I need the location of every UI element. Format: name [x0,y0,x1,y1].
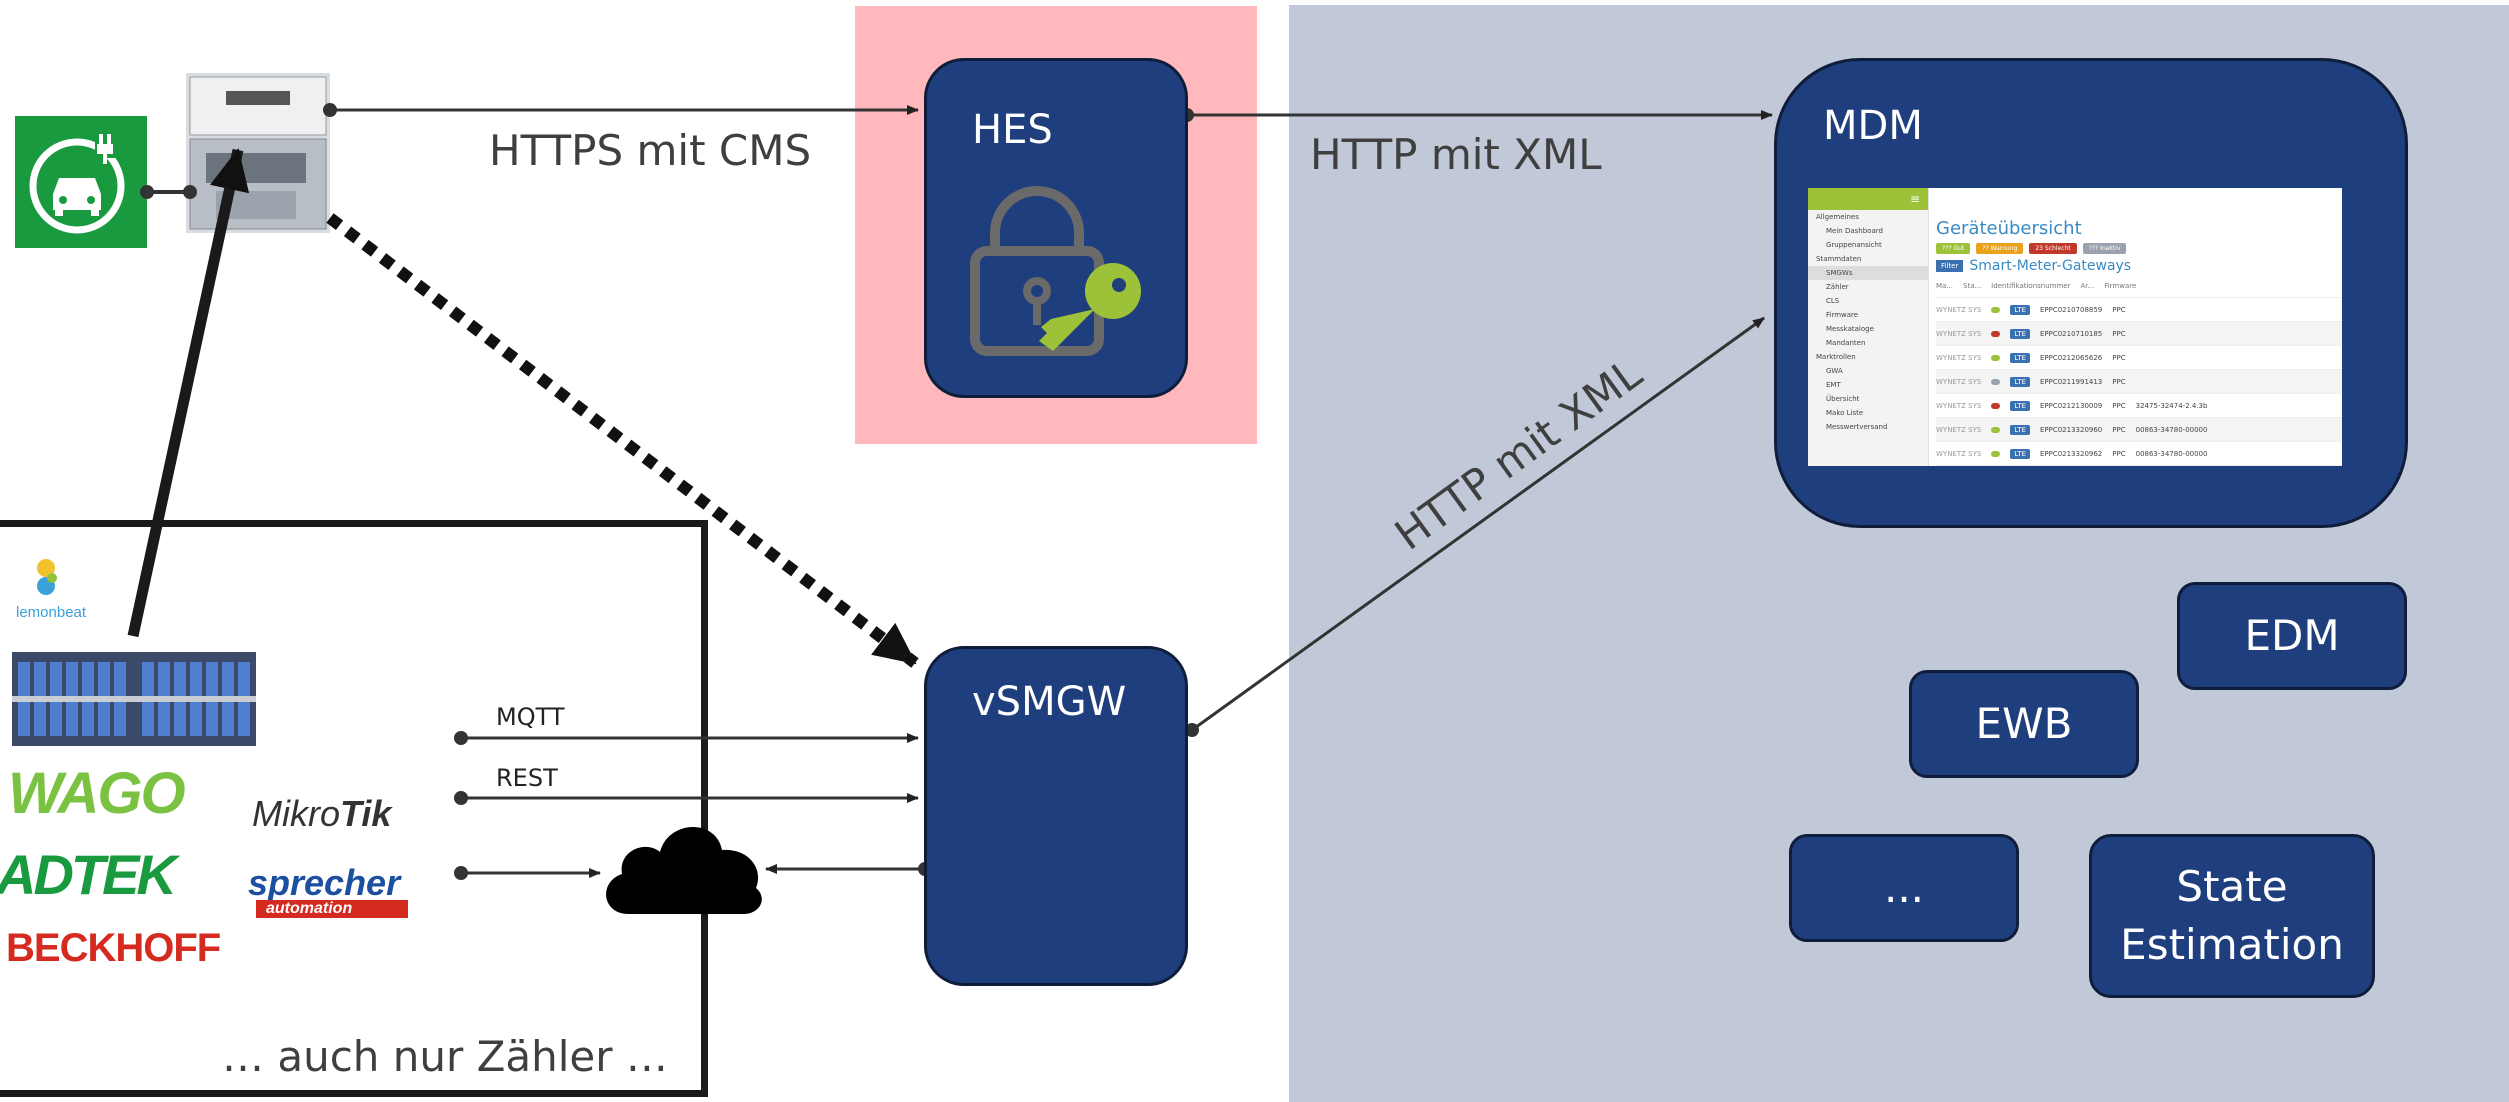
column-header[interactable]: Ar... [2080,281,2095,290]
edm-box[interactable]: EDM [2177,582,2407,690]
table-header: Ma... Sta... Identifikationsnummer Ar... Fir… [1936,274,2342,298]
column-header[interactable]: Firmware [2104,281,2137,290]
meter-vsmgw-dotted-arrow [326,213,919,668]
cloud-icon [598,810,770,916]
filter-button[interactable]: Filter [1936,260,1964,272]
sidebar-item[interactable]: Firmware [1826,311,1859,319]
sprecher-automation-logo: sprecher automation [248,862,408,918]
wago-logo: WAGO [8,761,186,826]
sidebar-item[interactable]: Messkataloge [1826,325,1874,333]
sidebar-item[interactable]: Allgemeines [1816,213,1859,221]
status-chip[interactable]: ??? Gut [1936,243,1971,254]
menu-icon: ≡ [1808,188,1928,210]
rest-label: REST [496,764,558,792]
sidebar-item[interactable]: Gruppenansicht [1826,241,1882,249]
status-cloud-icon [1991,426,2001,433]
adtek-logo: ADTEK [0,843,177,906]
sidebar-item[interactable]: Mako Liste [1826,409,1864,417]
status-cloud-icon [1991,402,2001,409]
devices-meter-arrow [127,148,250,638]
sidebar-item[interactable]: Zähler [1826,283,1849,291]
https-cms-label: HTTPS mit CMS [489,126,812,175]
column-header[interactable]: Identifikationsnummer [1991,281,2071,290]
status-chips: ??? Gut ?? Warnung 23 Schlecht ??? Inaktiv [1936,243,2342,254]
devices-caption: … auch nur Zähler … [222,1032,668,1081]
sidebar-item[interactable]: Stammdaten [1816,255,1862,263]
status-chip[interactable]: 23 Schlecht [2029,243,2077,254]
vsmgw-mdm-arrow [1191,316,1765,732]
sidebar-item[interactable]: Mein Dashboard [1826,227,1883,235]
terminal-block-image [12,652,256,746]
column-header[interactable]: Sta... [1963,281,1982,290]
devices-frame [0,520,708,1097]
http-xml-top-label: HTTP mit XML [1310,130,1602,179]
status-cloud-icon [1991,378,2001,385]
mqtt-label: MQTT [496,703,565,731]
status-cloud-icon [1991,354,2001,361]
lemonbeat-logo: lemonbeat [16,556,86,626]
mdm-title: MDM [1823,103,1923,149]
lock-key-icon [963,181,1153,365]
ewb-box[interactable]: EWB [1909,670,2139,778]
hes-title: HES [972,107,1053,153]
vsmgw-title: vSMGW [972,679,1127,725]
vsmgw-box[interactable]: vSMGW [924,646,1188,986]
column-header[interactable]: Ma... [1936,281,1954,290]
status-cloud-icon [1991,450,2001,457]
mikrotik-logo: MikroTik [252,793,392,834]
ev-charger-icon [15,116,147,248]
sidebar-item[interactable]: Übersicht [1826,395,1860,403]
mdm-screen-title: Geräteübersicht [1936,218,2082,239]
sidebar-item[interactable]: Marktrollen [1816,353,1856,361]
status-cloud-icon [1991,330,2001,337]
hes-box[interactable]: HES [924,58,1188,398]
status-cloud-icon [1991,306,2001,313]
status-chip[interactable]: ?? Warnung [1976,243,2024,254]
sidebar-item[interactable]: CLS [1826,297,1840,305]
sidebar-item[interactable]: SMGWs [1808,266,1928,280]
more-box[interactable]: ... [1789,834,2019,942]
state-estimation-box[interactable]: State Estimation [2089,834,2375,998]
sidebar-item[interactable]: Messwertversand [1826,423,1888,431]
beckhoff-logo: BECKHOFF [6,926,221,970]
sidebar-item[interactable]: Mandanten [1826,339,1866,347]
sidebar-item[interactable]: EMT [1826,381,1841,389]
sidebar-item[interactable]: GWA [1826,367,1843,375]
status-chip[interactable]: ??? Inaktiv [2082,243,2127,254]
